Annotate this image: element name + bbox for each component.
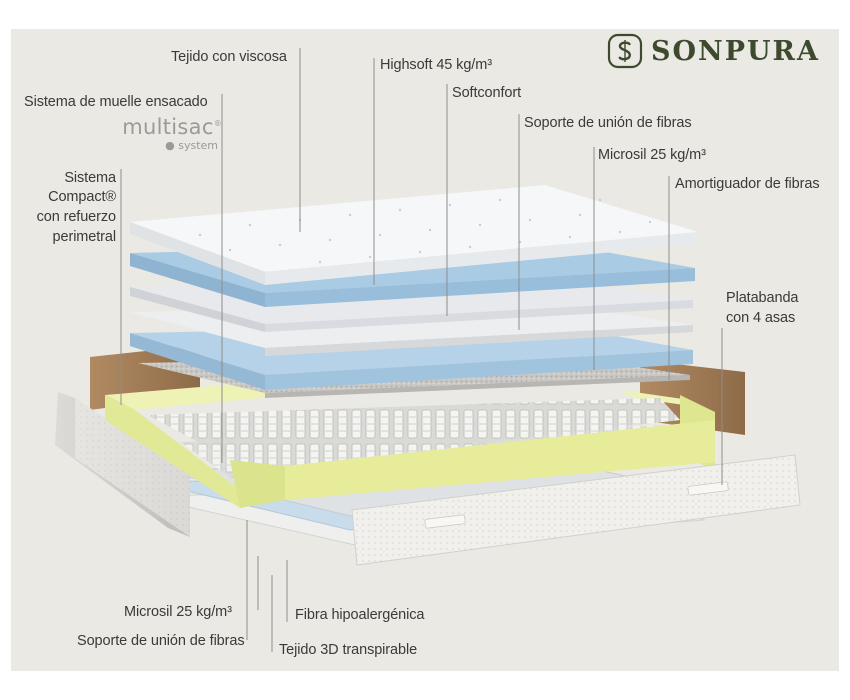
label-soporte-bottom: Soporte de unión de fibras — [77, 633, 245, 649]
brand-name: SONPURA — [651, 35, 820, 67]
leader-lines — [120, 48, 723, 652]
label-microsil-top: Microsil 25 kg/m³ — [598, 147, 706, 163]
label-compact-4: perimetral — [52, 229, 117, 245]
label-compact-2: Compact® — [48, 189, 116, 205]
label-platabanda-1: Platabanda — [726, 290, 799, 306]
compact-foam-corner — [230, 460, 285, 508]
label-soporte-top: Soporte de unión de fibras — [524, 115, 692, 131]
label-highsoft: Highsoft 45 kg/m³ — [380, 57, 492, 73]
label-fibra: Fibra hipoalergénica — [295, 607, 425, 623]
tejido-viscosa-layer — [130, 185, 698, 285]
label-compact-1: Sistema — [64, 170, 116, 186]
label-microsil-bottom: Microsil 25 kg/m³ — [124, 604, 232, 620]
label-platabanda-2: con 4 asas — [726, 310, 796, 326]
label-amortiguador: Amortiguador de fibras — [675, 176, 820, 192]
platabanda-band — [351, 454, 801, 566]
label-tejido-3d: Tejido 3D transpirable — [279, 642, 418, 658]
label-tejido-viscosa: Tejido con viscosa — [171, 49, 287, 65]
label-muelle: Sistema de muelle ensacado — [24, 94, 208, 110]
brand-logo: SONPURA — [607, 33, 820, 69]
label-softconfort: Softconfort — [452, 85, 522, 101]
left-side-band — [55, 392, 190, 537]
multisac-sub: ● system — [165, 139, 218, 152]
multisac-registered: ® — [213, 119, 222, 128]
compact-foam-front — [285, 420, 715, 500]
s-emblem-icon — [607, 33, 643, 69]
label-compact-3: con refuerzo — [36, 209, 117, 225]
multisac-logo: multisac® — [118, 115, 222, 139]
multisac-wordmark: multisac — [122, 115, 214, 139]
